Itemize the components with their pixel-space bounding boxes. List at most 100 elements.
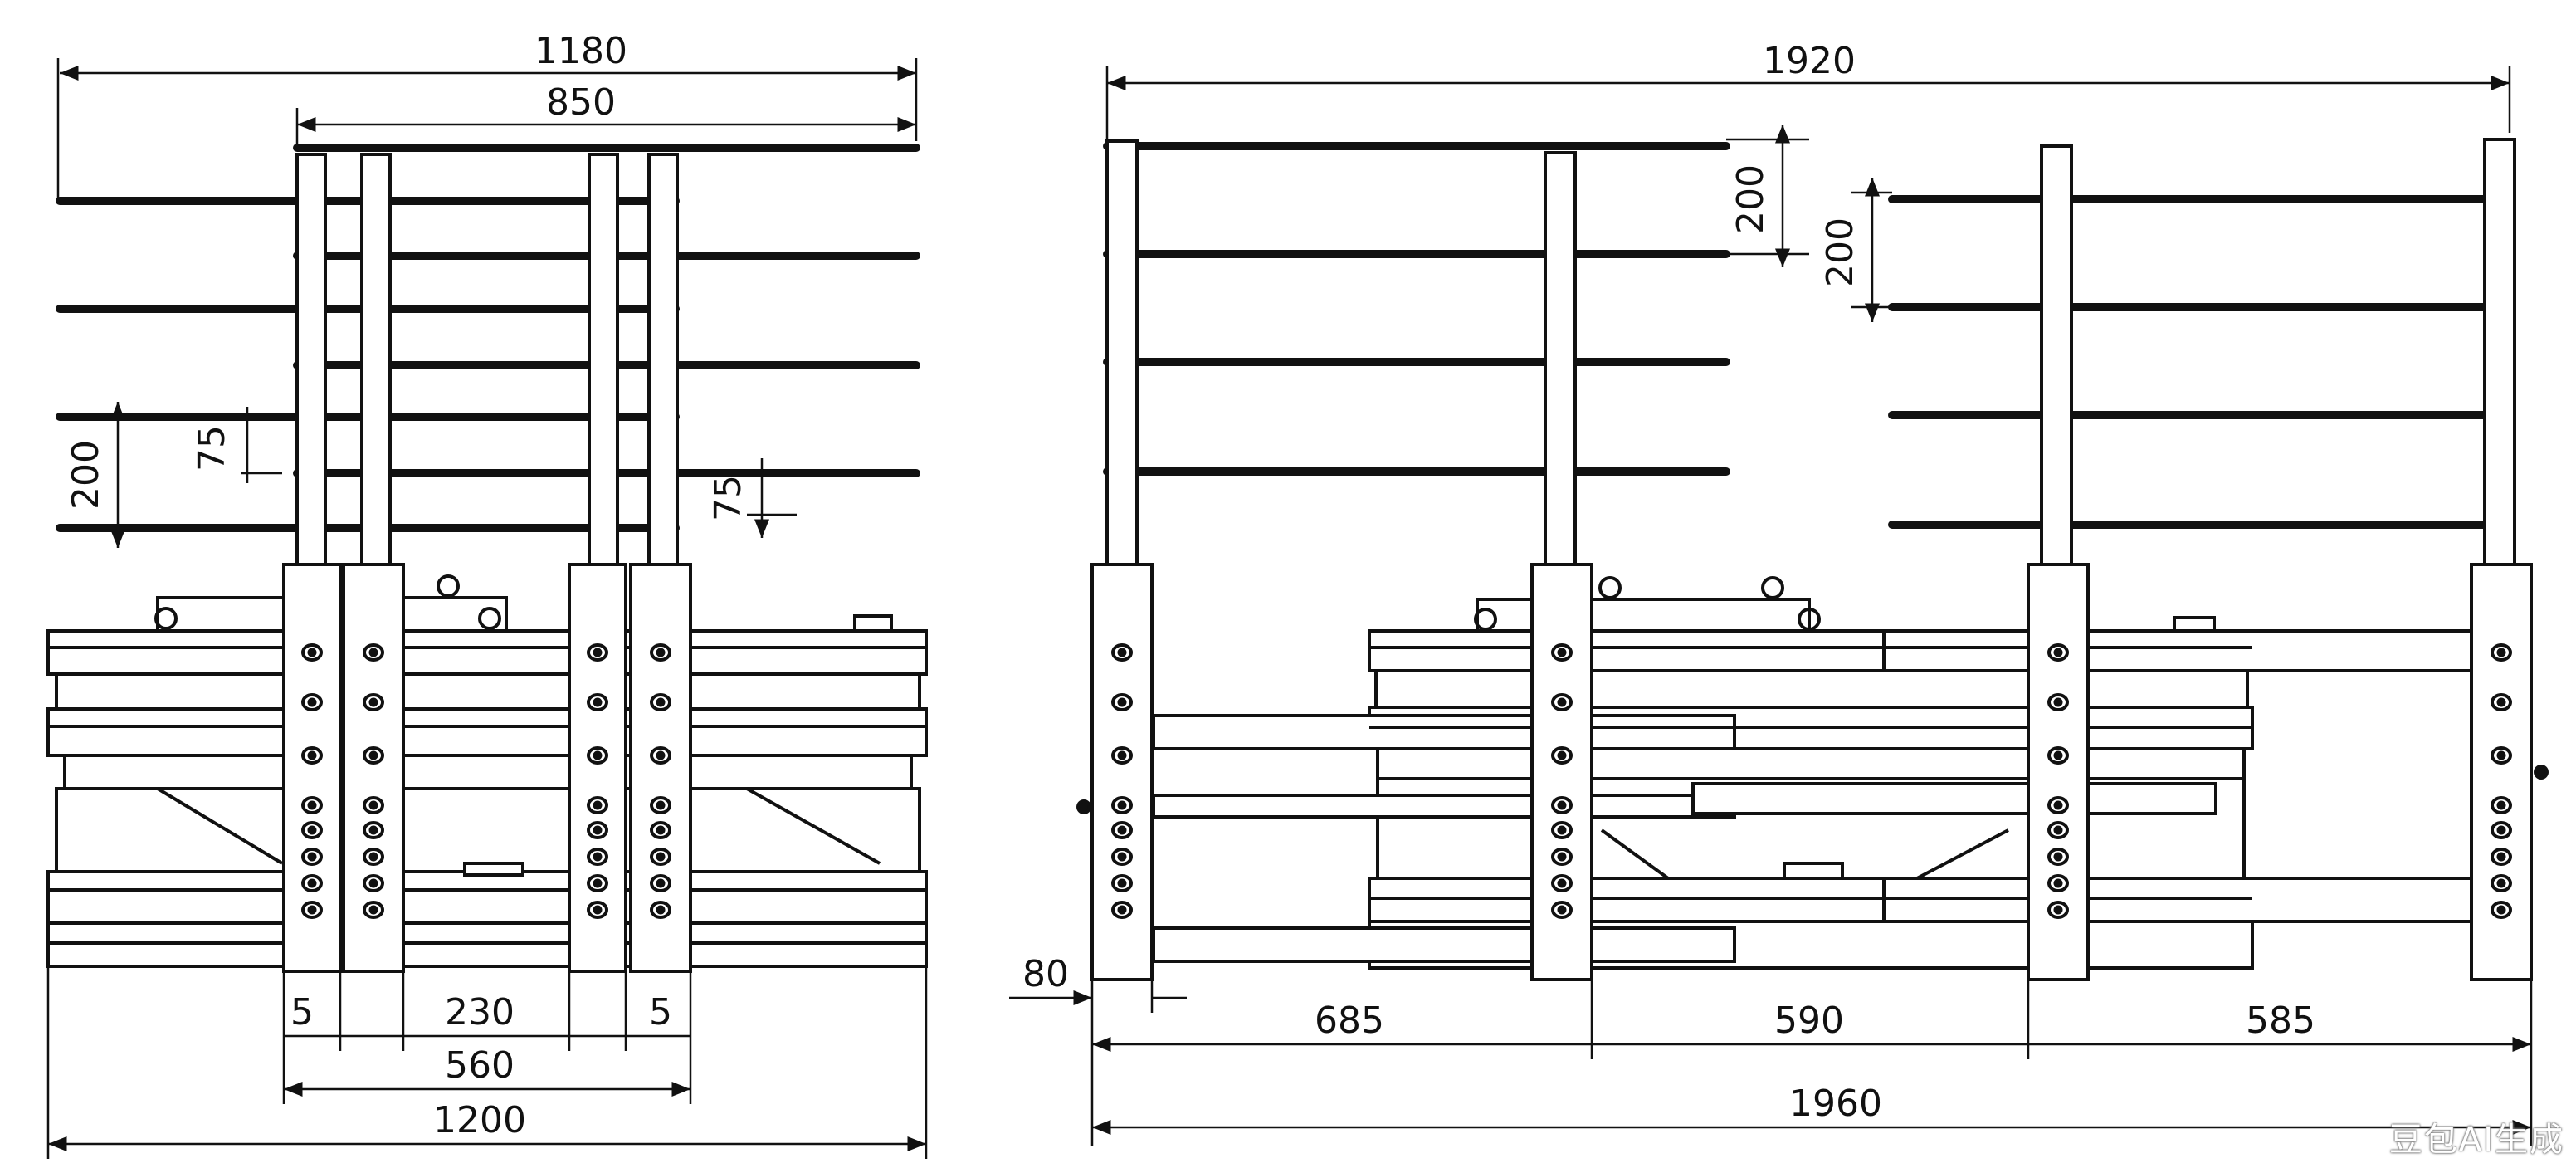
bolt-hole-center xyxy=(1557,750,1567,760)
dim-200-left: 200 xyxy=(65,440,107,510)
watermark: 豆包AI生成 xyxy=(2388,1121,2564,1159)
bolt-hole-center xyxy=(656,697,666,707)
bolt-hole-center xyxy=(1117,825,1127,835)
left-frame xyxy=(46,574,928,968)
left-arm-holes xyxy=(301,643,671,919)
bolt-hole-center xyxy=(2496,905,2506,915)
bolt-hole-center xyxy=(593,825,603,835)
dim-1920: 1920 xyxy=(1763,40,1856,82)
bolt-hole-center xyxy=(2496,750,2506,760)
bolt-hole-center xyxy=(1557,697,1567,707)
bolt-hole-center xyxy=(656,878,666,888)
bolt-hole-center xyxy=(1557,648,1567,657)
dim-1200: 1200 xyxy=(433,1099,526,1141)
bolt-hole-center xyxy=(2496,878,2506,888)
dim-1180: 1180 xyxy=(534,30,627,72)
left-clamp-arms xyxy=(282,563,692,973)
bolt-hole-center xyxy=(656,648,666,657)
bolt-hole-center xyxy=(307,905,317,915)
right-view xyxy=(1009,66,2549,1146)
bolt-hole-center xyxy=(593,878,603,888)
right-left-tines xyxy=(1103,142,1730,476)
left-dimension-lines xyxy=(46,58,928,1159)
bolt-hole-center xyxy=(593,852,603,862)
bolt-hole-center xyxy=(368,800,378,810)
bolt-hole-center xyxy=(1557,878,1567,888)
dim-585: 585 xyxy=(2246,999,2315,1042)
dim-75-right: 75 xyxy=(707,475,749,521)
dim-80: 80 xyxy=(1022,953,1069,995)
bolt-hole-center xyxy=(2053,697,2063,707)
bolt-hole-center xyxy=(2496,800,2506,810)
right-uprights xyxy=(1105,138,2516,568)
right-arm-holes xyxy=(1111,643,2512,919)
bolt-hole-center xyxy=(1557,852,1567,862)
bolt-hole-center xyxy=(368,852,378,862)
left-view xyxy=(46,58,928,1159)
bolt-hole-center xyxy=(1117,905,1127,915)
bolt-hole-center xyxy=(593,697,603,707)
bolt-hole-center xyxy=(368,697,378,707)
right-dimension-labels: 1920 200 200 80 685 590 585 1960 xyxy=(1022,40,2315,1125)
bolt-hole-center xyxy=(656,800,666,810)
left-dimension-labels: 1180 850 200 75 75 5 230 5 560 1200 xyxy=(65,30,749,1141)
dim-5-left: 5 xyxy=(290,991,314,1034)
right-right-tines xyxy=(1888,195,2514,529)
bolt-hole-center xyxy=(656,750,666,760)
dim-230: 230 xyxy=(445,991,515,1034)
bolt-hole-center xyxy=(368,878,378,888)
bolt-hole-center xyxy=(1117,852,1127,862)
bolt-hole-center xyxy=(307,800,317,810)
dim-590: 590 xyxy=(1774,999,1844,1042)
bolt-hole-center xyxy=(368,905,378,915)
bolt-hole-center xyxy=(2053,905,2063,915)
bolt-hole-center xyxy=(1117,750,1127,760)
left-uprights xyxy=(295,153,679,571)
bolt-hole-center xyxy=(593,905,603,915)
bolt-hole-center xyxy=(593,648,603,657)
dim-685: 685 xyxy=(1315,999,1384,1042)
bolt-hole-center xyxy=(2053,852,2063,862)
dim-5-right: 5 xyxy=(649,991,672,1034)
bolt-hole-center xyxy=(2496,852,2506,862)
bolt-hole-center xyxy=(656,852,666,862)
bolt-hole-center xyxy=(307,852,317,862)
bolt-hole-center xyxy=(2496,697,2506,707)
right-frame xyxy=(1076,576,2549,970)
bolt-hole-center xyxy=(2053,825,2063,835)
bolt-hole-center xyxy=(1557,905,1567,915)
bolt-hole-center xyxy=(2496,825,2506,835)
dim-560: 560 xyxy=(445,1044,515,1087)
bolt-hole-center xyxy=(307,697,317,707)
bolt-hole-center xyxy=(1117,800,1127,810)
bolt-hole-center xyxy=(307,825,317,835)
bolt-hole-center xyxy=(307,750,317,760)
dim-75-left: 75 xyxy=(191,425,233,472)
bolt-hole-center xyxy=(368,825,378,835)
bolt-hole-center xyxy=(2496,648,2506,657)
bolt-hole-center xyxy=(593,800,603,810)
bolt-hole-center xyxy=(368,648,378,657)
dim-200-a: 200 xyxy=(1730,164,1772,234)
bolt-hole-center xyxy=(1117,648,1127,657)
bolt-hole-center xyxy=(1557,825,1567,835)
bolt-hole-center xyxy=(2053,800,2063,810)
dim-850: 850 xyxy=(546,81,616,124)
dim-1960: 1960 xyxy=(1789,1083,1882,1125)
bolt-hole-center xyxy=(307,648,317,657)
bolt-hole-center xyxy=(1117,878,1127,888)
bolt-hole-center xyxy=(1117,697,1127,707)
dim-200-b: 200 xyxy=(1819,217,1861,287)
bolt-hole-center xyxy=(2053,878,2063,888)
bolt-hole-center xyxy=(307,878,317,888)
bolt-hole-center xyxy=(593,750,603,760)
right-dimension-lines xyxy=(1009,66,2533,1146)
bolt-hole-center xyxy=(1557,800,1567,810)
bolt-hole-center xyxy=(2053,750,2063,760)
bolt-hole-center xyxy=(656,905,666,915)
bolt-hole-center xyxy=(368,750,378,760)
bolt-hole-center xyxy=(656,825,666,835)
bolt-hole-center xyxy=(2053,648,2063,657)
